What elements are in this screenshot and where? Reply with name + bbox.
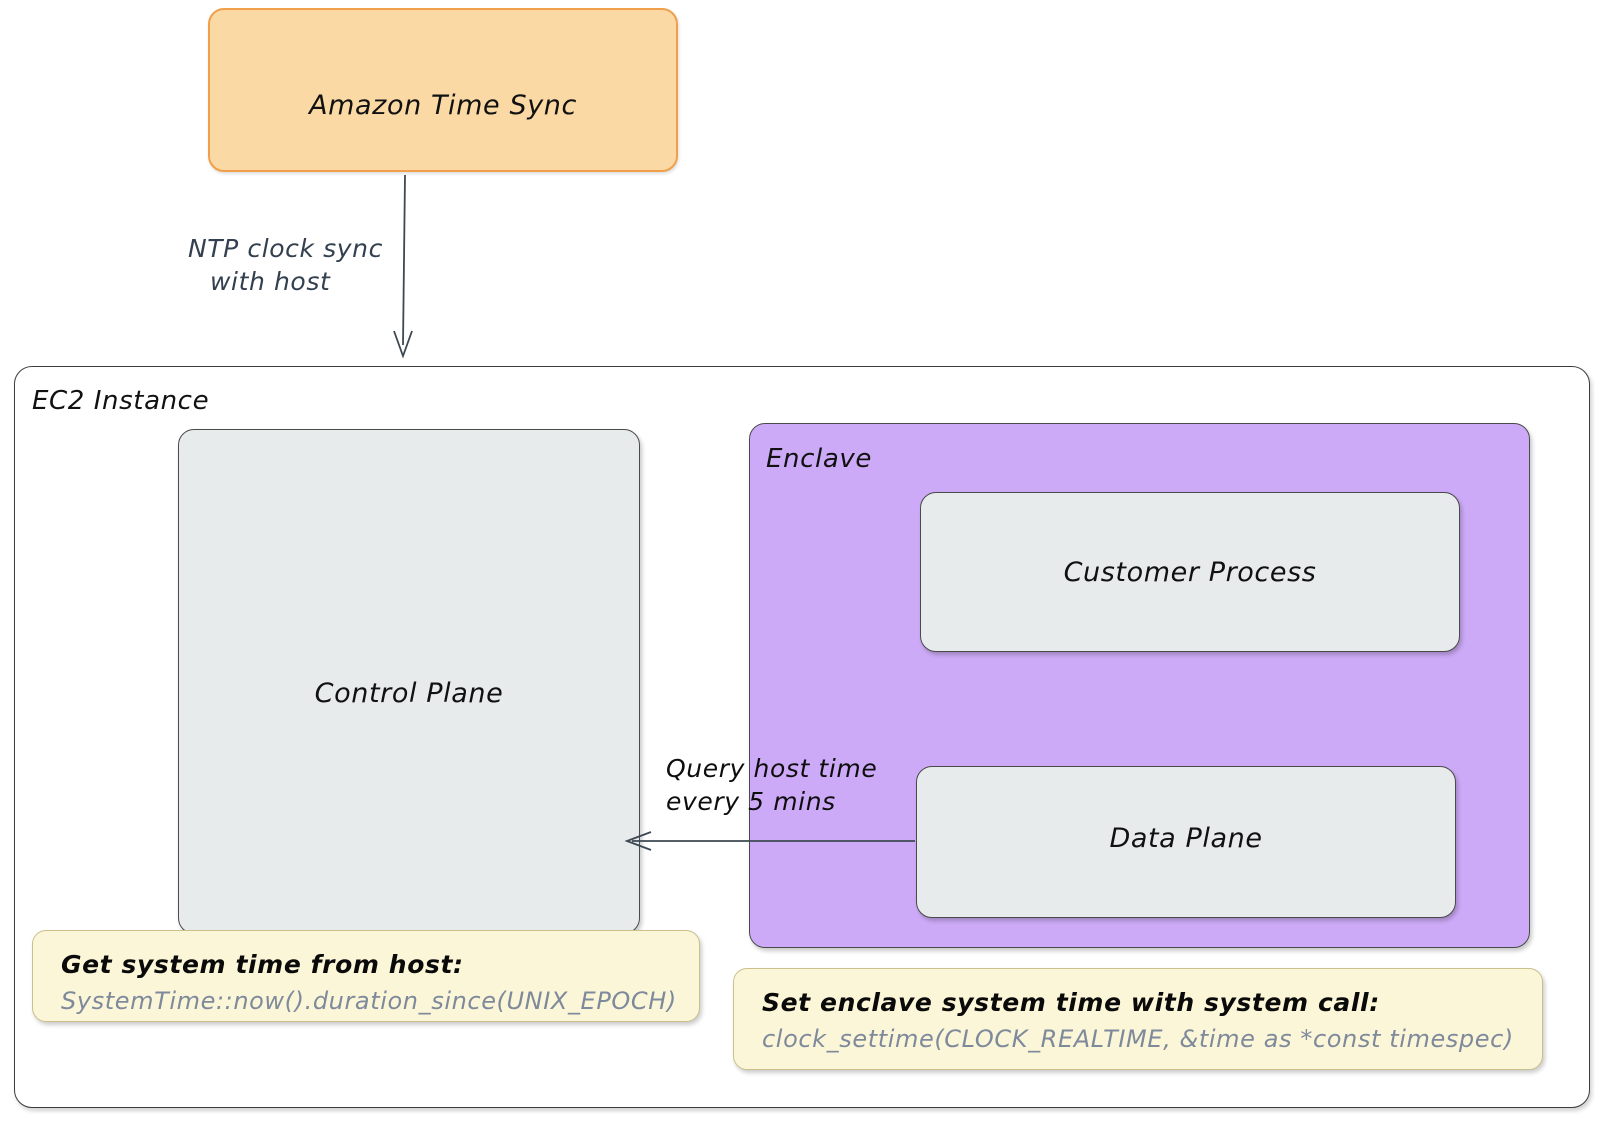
node-customer-process[interactable]	[920, 492, 1460, 652]
node-ec2-instance-label: EC2 Instance	[32, 386, 210, 416]
edge-label-query-host-time-line1: Query host time	[666, 754, 878, 783]
arrow-ntp-sync	[393, 174, 413, 359]
node-enclave-label: Enclave	[766, 444, 872, 474]
edge-label-ntp-sync: NTP clock sync with host	[188, 232, 383, 298]
note-enclave-time[interactable]: Set enclave system time with system call…	[733, 968, 1543, 1070]
node-customer-process-label: Customer Process	[1063, 557, 1317, 588]
edge-label-query-host-time-line2: every 5 mins	[666, 787, 836, 816]
node-control-plane[interactable]	[178, 429, 640, 934]
note-enclave-time-code: clock_settime(CLOCK_REALTIME, &time as *…	[762, 1025, 1514, 1054]
edge-label-ntp-sync-line1: NTP clock sync	[188, 234, 383, 263]
edge-label-query-host-time: Query host time every 5 mins	[666, 752, 877, 818]
node-data-plane[interactable]	[916, 766, 1456, 918]
node-amazon-time-sync[interactable]: Amazon Time Sync	[208, 8, 678, 172]
edge-label-ntp-sync-line2: with host	[210, 267, 331, 296]
note-host-time-code: SystemTime::now().duration_since(UNIX_EP…	[61, 987, 677, 1016]
node-data-plane-label: Data Plane	[1109, 823, 1263, 854]
note-host-time-title: Get system time from host:	[61, 950, 464, 979]
node-control-plane-label: Control Plane	[314, 678, 504, 709]
node-amazon-time-sync-label: Amazon Time Sync	[309, 90, 577, 121]
note-enclave-time-title: Set enclave system time with system call…	[762, 988, 1380, 1017]
note-host-time[interactable]: Get system time from host: SystemTime::n…	[32, 930, 700, 1022]
